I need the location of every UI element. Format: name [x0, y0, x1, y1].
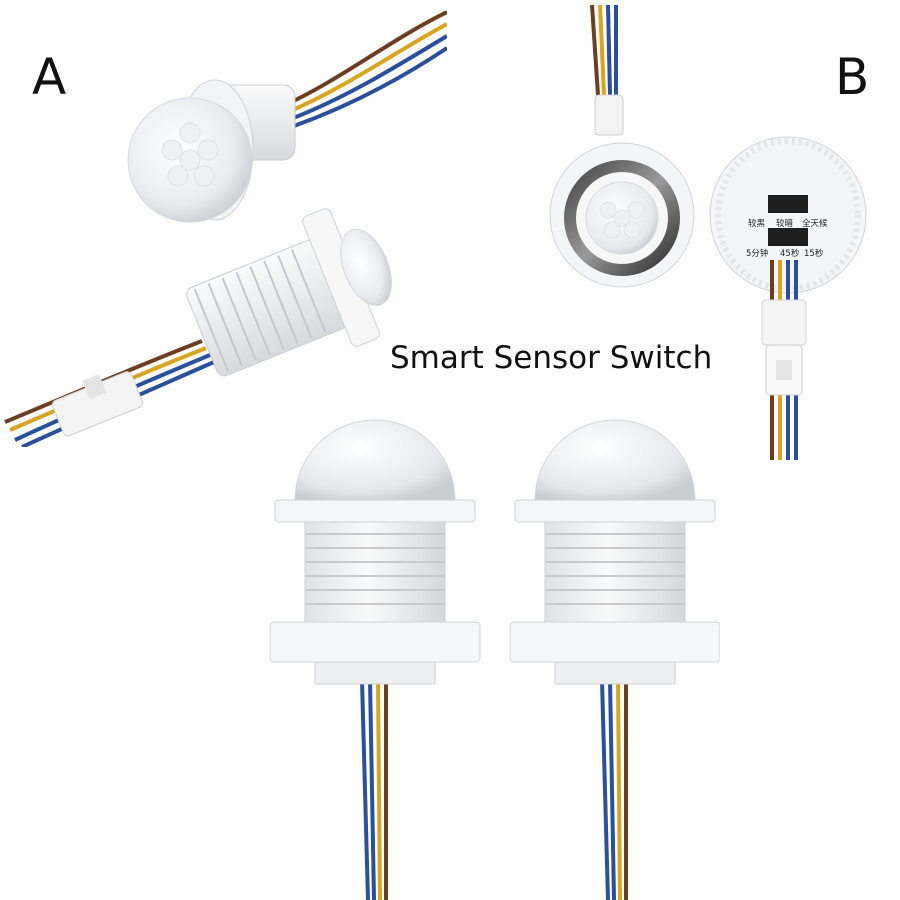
- sensor-right: [509, 419, 720, 900]
- panel-a-photo: A: [0, 0, 447, 447]
- back-label-5: 45秒: [780, 248, 800, 259]
- back-label-6: 15秒: [804, 248, 824, 259]
- front-wires: [590, 4, 618, 96]
- label-a: A: [32, 48, 67, 106]
- label-b: B: [835, 48, 870, 106]
- dip-switch-2: [768, 228, 808, 246]
- panel-b-photo: 较黑 较暗 全天候 5分钟 45秒 15秒 B: [540, 0, 900, 460]
- sensor-back-view: 较黑 较暗 全天候 5分钟 45秒 15秒: [709, 136, 867, 294]
- panel-b-illustration: 较黑 较暗 全天候 5分钟 45秒 15秒: [549, 4, 867, 460]
- dip-switch-1: [768, 195, 808, 213]
- back-label-4: 5分钟: [746, 248, 768, 259]
- back-label-2: 较暗: [776, 218, 794, 229]
- panel-a-illustration: [4, 10, 447, 447]
- front-connector: [594, 94, 624, 136]
- sensor-front-view: [549, 142, 695, 288]
- sensor-top: [127, 79, 296, 223]
- sensor-bottom: [186, 208, 392, 377]
- wire-bundle-top: [284, 10, 447, 128]
- back-connector: [761, 299, 807, 396]
- back-label-1: 较黑: [748, 218, 766, 229]
- sensor-left: [269, 419, 481, 900]
- product-caption: Smart Sensor Switch: [390, 340, 713, 376]
- panel-bottom-photo: [260, 410, 720, 900]
- back-label-3: 全天候: [802, 218, 828, 229]
- bottom-illustration: [269, 419, 720, 900]
- connector-plug: [51, 371, 143, 437]
